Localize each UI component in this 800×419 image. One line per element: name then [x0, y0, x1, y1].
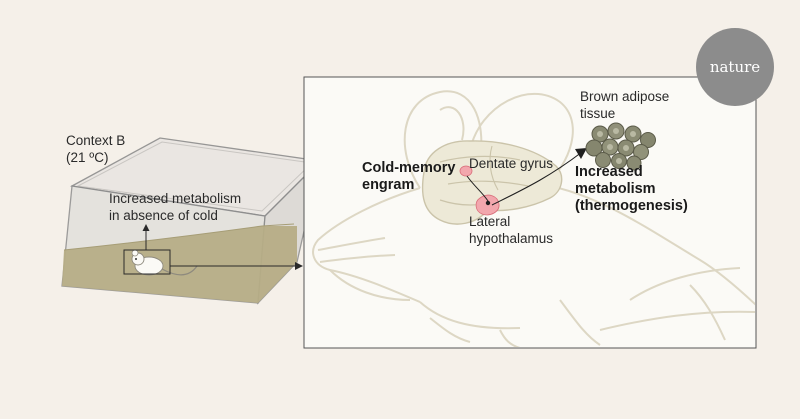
cage-bedding: [62, 226, 297, 303]
brown-adipose-label: Brown adipose tissue: [580, 88, 669, 122]
nature-logo-badge: nature: [696, 28, 774, 106]
hypothalamus-to-adipose-arrow: [491, 151, 583, 206]
dentate-gyrus-label: Dentate gyrus: [469, 156, 554, 171]
thermogenesis-line-3: (thermogenesis): [575, 198, 688, 214]
small-mouse: [131, 249, 198, 276]
context-title: Context B: [66, 133, 126, 148]
thermogenesis-line-1: Increased: [575, 164, 643, 180]
zoom-panel: [303, 76, 757, 349]
metabolism-line-2: in absence of cold: [109, 208, 218, 223]
thermogenesis-line-2: metabolism: [575, 181, 656, 197]
lateral-hypothalamus-label: Lateral hypothalamus: [469, 213, 553, 247]
engram-line-2: engram: [362, 177, 415, 193]
engram-line-1: Cold-memory: [362, 160, 456, 176]
thermogenesis-label: Increased metabolism (thermogenesis): [575, 164, 688, 215]
lateral-line-2: hypothalamus: [469, 231, 554, 246]
mouse-head-outline: [312, 90, 755, 347]
zoom-connector-arrow: [170, 262, 303, 270]
context-temperature: (21 ºC): [66, 150, 109, 165]
engram-connection: [466, 175, 489, 202]
brown-adipose-line-2: tissue: [580, 106, 616, 121]
metabolism-arrow: [142, 224, 150, 250]
metabolism-label: Increased metabolism in absence of cold: [109, 190, 241, 224]
nature-logo-text: nature: [709, 58, 761, 76]
context-label: Context B (21 ºC): [66, 132, 125, 166]
engram-label: Cold-memory engram: [362, 160, 455, 194]
brown-adipose-cluster: [585, 122, 656, 171]
metabolism-line-1: Increased metabolism: [109, 191, 242, 206]
dentate-gyrus-region: [459, 165, 473, 177]
zoom-box: [123, 249, 171, 275]
cage: [61, 137, 322, 305]
lateral-line-1: Lateral: [469, 214, 511, 229]
brown-adipose-line-1: Brown adipose: [580, 89, 670, 104]
